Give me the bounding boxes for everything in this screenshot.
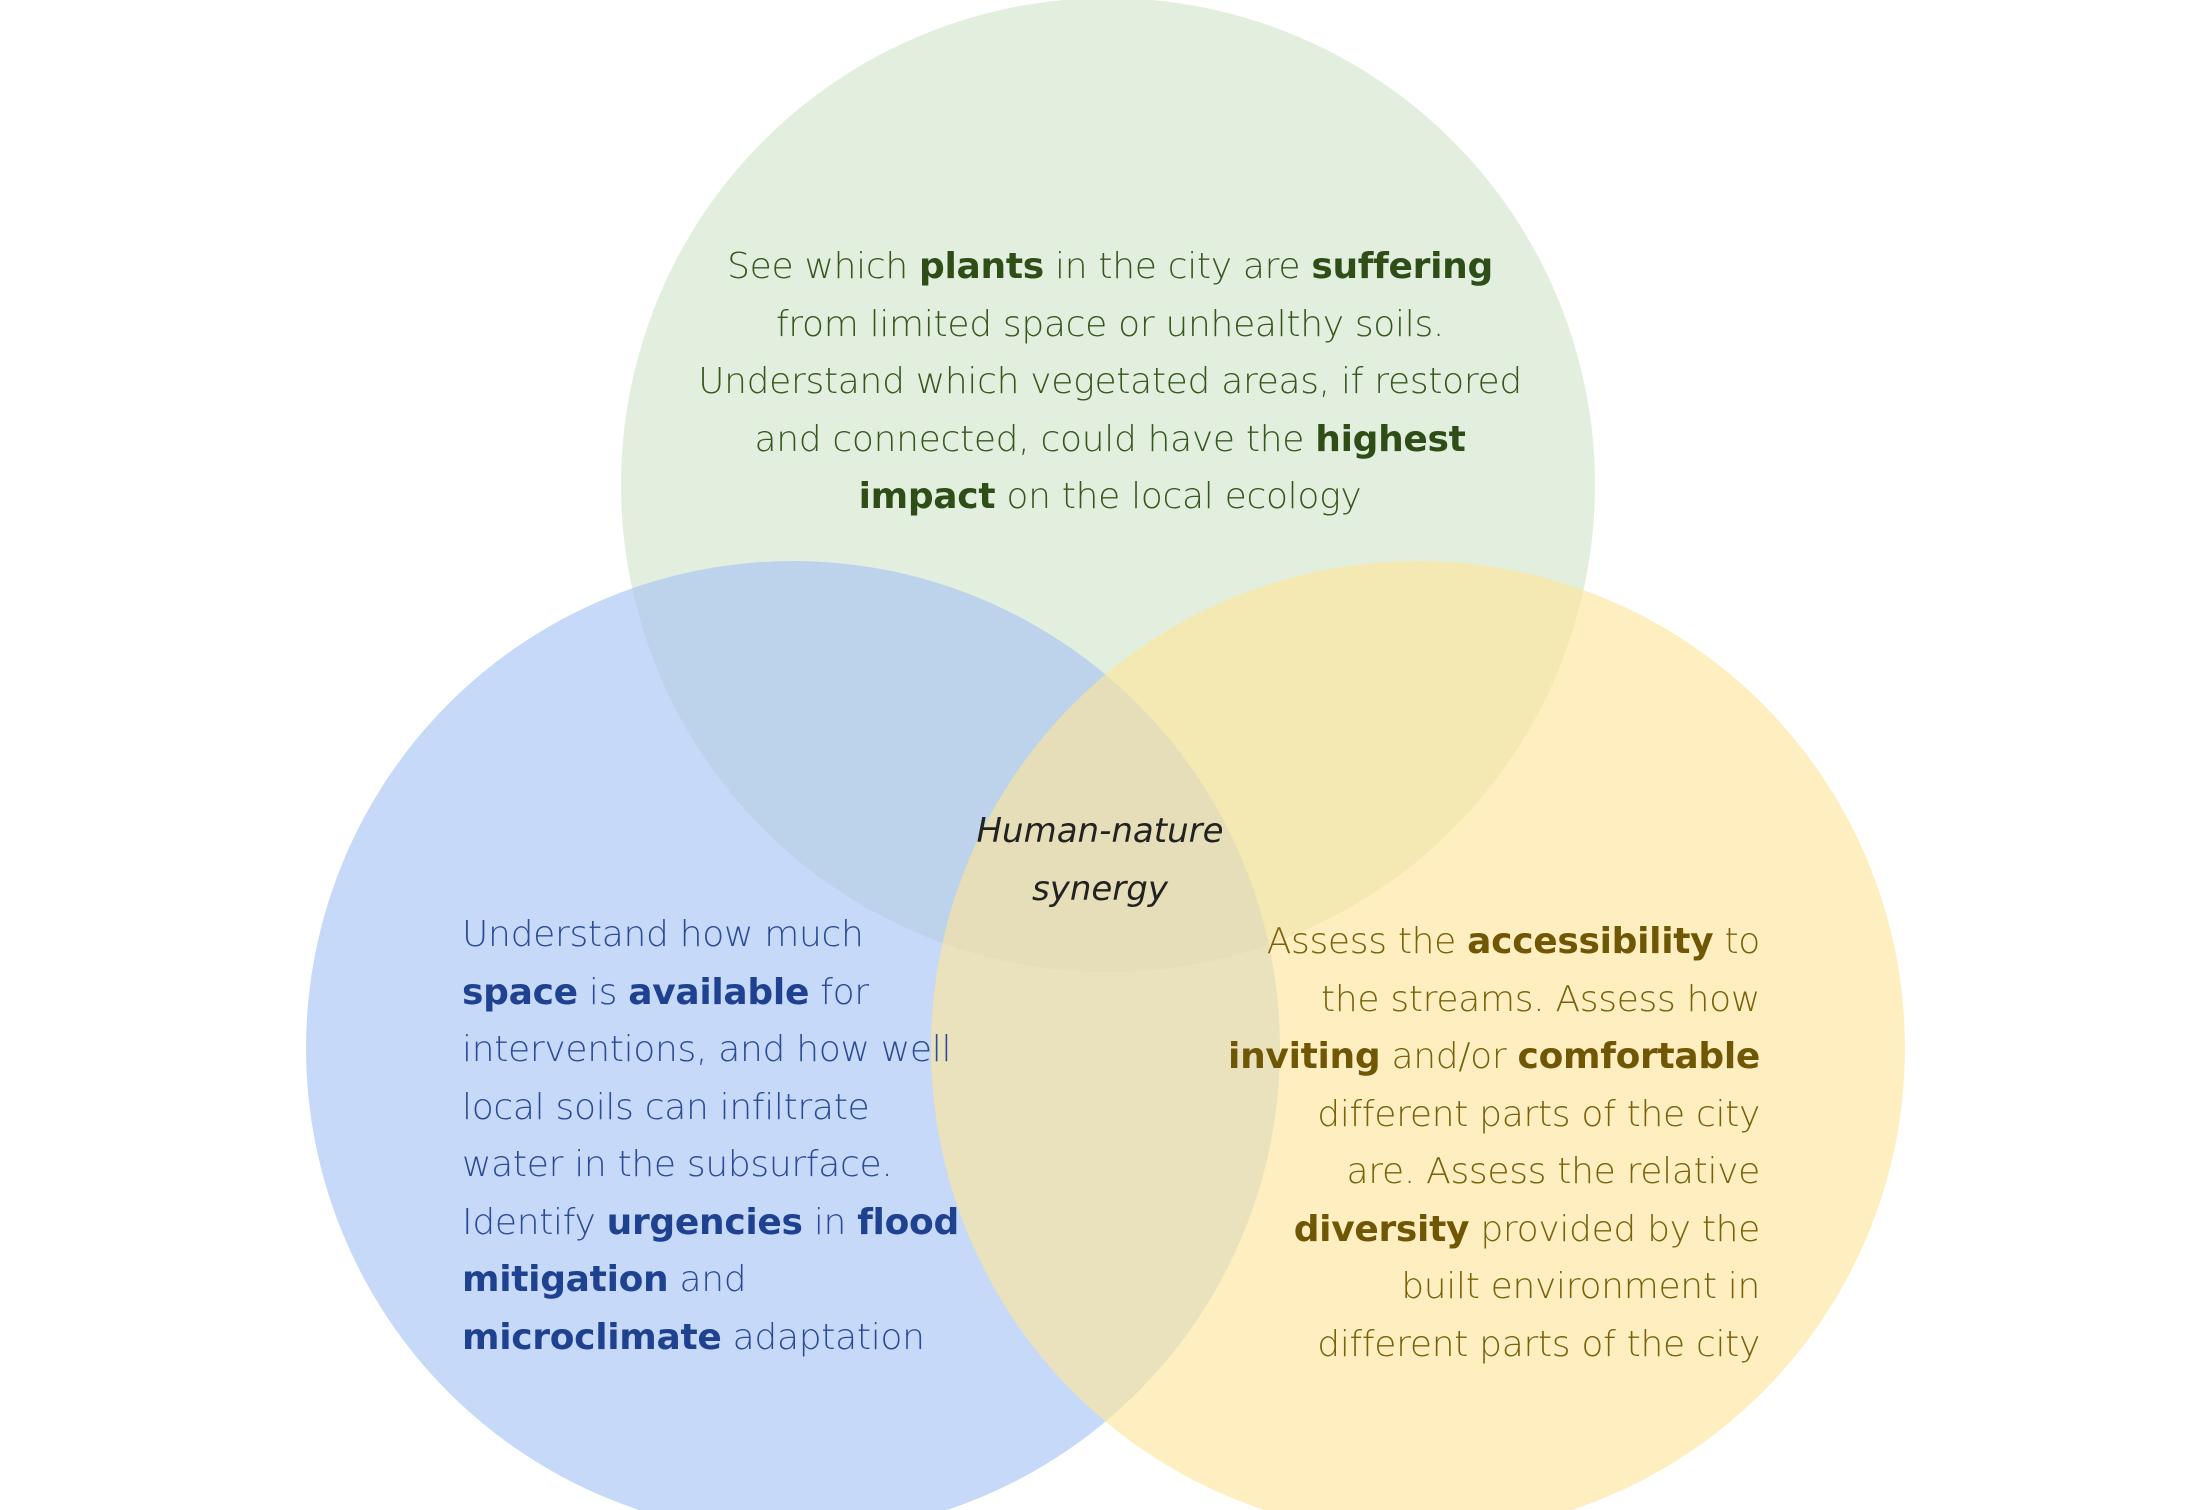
ecology-line-4: and connected, could have the highest	[660, 411, 1560, 469]
keyword-urgencies: urgencies	[606, 1201, 803, 1243]
water-line-8: microclimate adaptation	[462, 1309, 982, 1367]
keyword-suffering: suffering	[1311, 246, 1493, 287]
text-fragment: adaptation	[721, 1316, 925, 1358]
water-line-2: space is available for	[462, 964, 982, 1022]
text-fragment: for	[809, 971, 869, 1013]
text-fragment: is	[577, 971, 629, 1013]
water-line-3: interventions, and how well	[462, 1029, 952, 1070]
keyword-mitigation: mitigation	[462, 1259, 669, 1300]
social-line-4: different parts of the city	[1317, 1093, 1760, 1135]
social-line-6: diversity provided by the	[1100, 1201, 1761, 1259]
social-line-7: built environment in	[1401, 1266, 1760, 1307]
water-line-6: Identify urgencies in flood	[462, 1194, 982, 1252]
text-fragment: Assess the	[1266, 921, 1468, 962]
keyword-plants: plants	[919, 246, 1044, 287]
ecology-line-1: See which plants in the city are sufferi…	[660, 238, 1560, 296]
social-line-5: are. Assess the relative	[1346, 1151, 1761, 1192]
center-label: Human-nature synergy	[950, 803, 1250, 918]
keyword-diversity: diversity	[1293, 1208, 1470, 1250]
water-line-4: local soils can infiltrate	[462, 1086, 870, 1128]
ecology-line-5: impact on the local ecology	[660, 468, 1560, 526]
text-fragment: and	[668, 1259, 747, 1300]
keyword-inviting: inviting	[1228, 1036, 1381, 1077]
keyword-space: space	[462, 971, 578, 1013]
center-label-line-2: synergy	[1032, 868, 1168, 909]
yellow-circle	[931, 561, 1905, 1510]
text-fragment: and/or	[1380, 1036, 1518, 1077]
social-line-8: different parts of the city	[1317, 1323, 1760, 1365]
keyword-impact: impact	[858, 476, 996, 517]
social-description: Assess the accessibility to the streams.…	[1100, 913, 1760, 1373]
text-fragment: provided by the	[1469, 1208, 1760, 1250]
water-description: Understand how much space is available f…	[462, 906, 982, 1366]
keyword-microclimate: microclimate	[462, 1316, 722, 1358]
keyword-available: available	[628, 971, 810, 1013]
keyword-highest: highest	[1315, 418, 1466, 460]
text-fragment: on the local ecology	[995, 476, 1362, 517]
text-fragment: in	[802, 1201, 858, 1243]
social-line-1: Assess the accessibility to	[1100, 913, 1761, 971]
text-fragment: and connected, could have the	[754, 418, 1316, 460]
social-line-3: inviting and/or comfortable	[1100, 1028, 1760, 1086]
keyword-accessibility: accessibility	[1467, 921, 1714, 962]
water-line-7: mitigation and	[462, 1251, 982, 1309]
text-fragment: in the city are	[1043, 246, 1312, 287]
water-line-1: Understand how much	[462, 914, 864, 955]
text-fragment: to	[1713, 921, 1760, 962]
keyword-flood: flood	[857, 1201, 959, 1243]
water-line-5: water in the subsurface.	[462, 1144, 893, 1185]
keyword-comfortable: comfortable	[1517, 1036, 1761, 1077]
center-label-line-1: Human-nature	[976, 811, 1224, 851]
text-fragment: Identify	[462, 1201, 607, 1243]
social-line-2: the streams. Assess how	[1321, 978, 1760, 1020]
ecology-description: See which plants in the city are sufferi…	[660, 238, 1560, 526]
ecology-line-2: from limited space or unhealthy soils.	[775, 303, 1445, 345]
ecology-line-3: Understand which vegetated areas, if res…	[698, 361, 1522, 402]
text-fragment: See which	[727, 246, 919, 287]
